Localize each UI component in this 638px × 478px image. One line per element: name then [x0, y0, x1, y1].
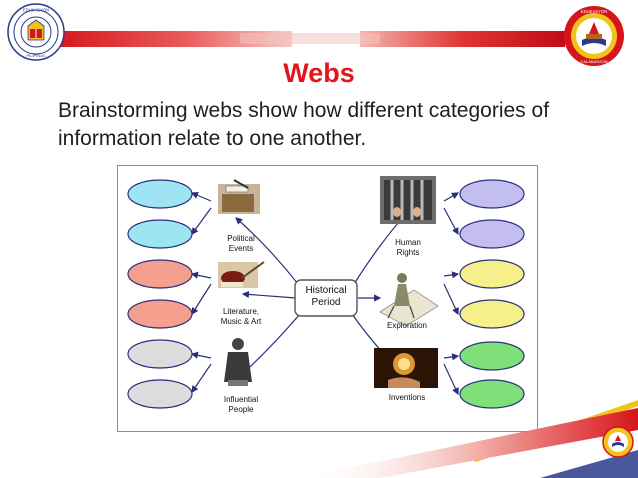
influential-label-line1: Influential: [223, 395, 259, 404]
center-node-box: [294, 279, 358, 317]
oval-salmon-2: [127, 299, 193, 329]
header-decoration: [52, 31, 565, 47]
ballot-box-icon: [218, 179, 260, 214]
node-label-rights: Human Rights: [376, 238, 440, 258]
oval-green-2: [459, 379, 525, 409]
center-node-label: Historical Period: [295, 285, 357, 309]
influential-label-line2: People: [228, 405, 254, 414]
statue-icon: [224, 338, 252, 386]
center-label-line1: Historical: [305, 285, 347, 296]
footer-decoration: [300, 400, 638, 478]
quill-icon: [218, 261, 265, 288]
node-label-influential: Influential People: [210, 395, 272, 415]
connector-lines: [190, 192, 460, 396]
oval-gray-1: [127, 339, 193, 369]
oval-lavender-1: [459, 179, 525, 209]
node-label-political: Political Events: [212, 234, 270, 254]
political-label-line1: Political: [227, 234, 255, 243]
oval-blue-2: [127, 219, 193, 249]
oval-gray-2: [127, 379, 193, 409]
oval-blue-1: [127, 179, 193, 209]
footer-seal-logo: [602, 426, 634, 458]
literature-label-line2: Music & Art: [220, 317, 262, 326]
svg-text:EDUKASYON: EDUKASYON: [581, 9, 607, 14]
literature-label-line1: Literature,: [222, 307, 260, 316]
svg-text:CALABARZON: CALABARZON: [580, 59, 607, 64]
oval-yellow-2: [459, 299, 525, 329]
oval-green-1: [459, 341, 525, 371]
oval-lavender-2: [459, 219, 525, 249]
center-label-line2: Period: [311, 297, 341, 308]
web-diagram-graphics: [127, 176, 525, 409]
slide-title: Webs: [283, 58, 355, 88]
oval-salmon-1: [127, 259, 193, 289]
line-to-literature: [241, 290, 297, 299]
line-to-political: [235, 217, 299, 285]
prison-bars-icon: [380, 176, 436, 224]
node-label-inventions: Inventions: [374, 393, 440, 403]
svg-text:EDUKASYON: EDUKASYON: [23, 8, 49, 13]
exploration-label-line1: Exploration: [386, 321, 428, 330]
rights-label-line1: Human: [395, 238, 421, 247]
inventions-label-line1: Inventions: [388, 393, 426, 402]
oval-yellow-1: [459, 259, 525, 289]
slide-subtitle: Brainstorming webs show how different ca…: [58, 99, 550, 150]
explorer-map-icon: [379, 273, 439, 327]
deped-seal-logo: EDUKASYON PILIPINAS: [7, 3, 65, 61]
political-label-line2: Events: [228, 244, 254, 253]
brainstorming-web-diagram: Historical Period Political Events Liter…: [117, 165, 538, 432]
rights-label-line2: Rights: [396, 248, 420, 257]
division-seal-logo: EDUKASYON CALABARZON: [564, 6, 624, 66]
light-bulb-icon: [374, 348, 438, 388]
node-label-literature: Literature, Music & Art: [210, 307, 272, 327]
node-label-exploration: Exploration: [374, 321, 440, 331]
svg-text:PILIPINAS: PILIPINAS: [26, 53, 45, 58]
